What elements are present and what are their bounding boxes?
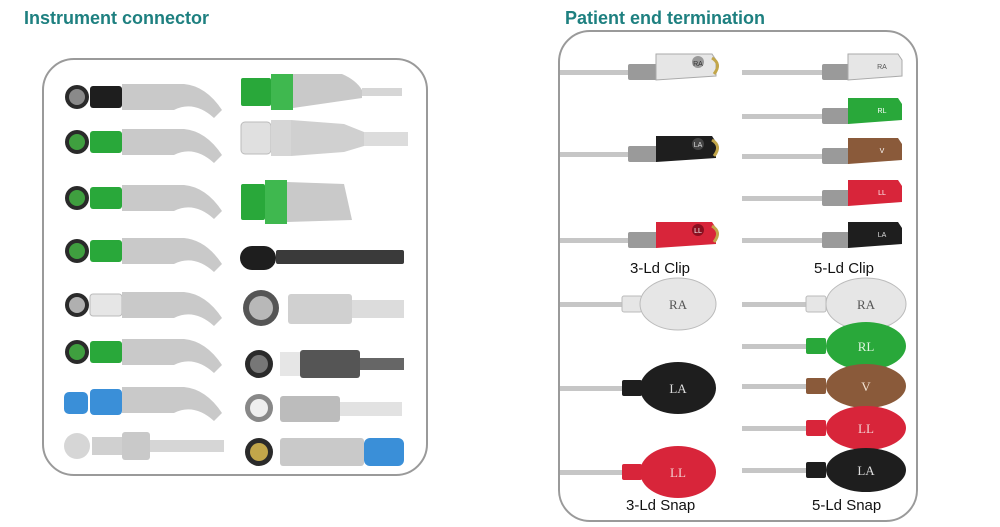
connector-right-8 xyxy=(245,438,404,466)
caption-3-ld-snap: 3-Ld Snap xyxy=(626,497,696,514)
clip3-ra-label: RA xyxy=(693,61,703,68)
connector-right-4 xyxy=(240,246,404,270)
clip3-ll-label: LL xyxy=(694,228,702,235)
snap5-la-label: LA xyxy=(857,463,875,478)
snap3-ra-label: RA xyxy=(669,297,688,312)
instrument-connector-panel xyxy=(42,58,428,476)
snap3-ll-label: LL xyxy=(670,465,686,480)
connector-right-2 xyxy=(240,120,408,156)
caption-5-ld-clip: 5-Ld Clip xyxy=(814,260,875,277)
snap3-leads xyxy=(560,277,717,498)
clip5-ra-label: RA xyxy=(877,64,887,71)
clip5-la-label: LA xyxy=(878,232,887,239)
snap5-ra-label: RA xyxy=(857,297,876,312)
snap5-rl-label: RL xyxy=(858,339,875,354)
caption-5-ld-snap: 5-Ld Snap xyxy=(812,497,882,514)
caption-3-ld-clip: 3-Ld Clip xyxy=(630,260,691,277)
connector-left-3 xyxy=(65,185,222,219)
connector-left-4 xyxy=(65,238,222,272)
clip3-ra-lead: RA xyxy=(560,53,719,81)
connector-left-2 xyxy=(65,129,222,163)
clip3-la-label: LA xyxy=(694,142,703,149)
snap3-la-label: LA xyxy=(669,381,687,396)
clip3-ll-lead xyxy=(560,222,719,248)
connector-right-6 xyxy=(245,350,404,378)
snap5-leads xyxy=(742,277,907,492)
patient-end-termination-panel: RA xyxy=(558,30,918,522)
connector-left-1 xyxy=(65,84,222,118)
connector-right-7 xyxy=(245,394,402,422)
clip3-la-lead xyxy=(560,136,719,162)
connector-right-1 xyxy=(241,74,402,110)
instrument-connectors-illustration xyxy=(64,74,408,466)
clip5-ll-label: LL xyxy=(878,190,886,197)
clip5-leads xyxy=(742,53,903,248)
clip5-rl-label: RL xyxy=(878,108,887,115)
clip5-v-label: V xyxy=(880,148,885,155)
connector-left-8 xyxy=(64,432,224,460)
connector-right-3 xyxy=(241,180,352,224)
connector-left-5 xyxy=(65,292,222,326)
snap5-v-label: V xyxy=(861,379,871,394)
patient-end-termination-title: Patient end termination xyxy=(565,8,766,28)
connector-left-6 xyxy=(65,339,222,373)
lead-wires-illustration: RA xyxy=(560,53,907,498)
snap5-ll-label: LL xyxy=(858,421,874,436)
connector-left-7 xyxy=(64,387,222,421)
connector-right-5 xyxy=(243,290,404,326)
instrument-connector-title: Instrument connector xyxy=(24,8,210,28)
